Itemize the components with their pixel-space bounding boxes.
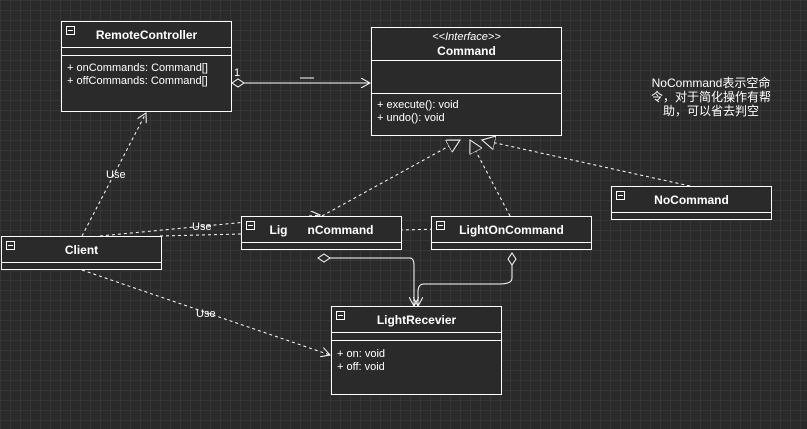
method-undo: + undo(): void [377, 112, 445, 124]
class-client[interactable]: Client [1, 236, 162, 270]
class-name: RemoteController [95, 28, 198, 42]
edge-lightoff-receiver [318, 258, 414, 306]
edge-lightoff-command [321, 140, 460, 217]
class-name: NoCommand [654, 193, 729, 207]
field-off-commands: + offCommands: Command[] [67, 75, 208, 87]
use-label-client-receiver: Use [196, 308, 216, 320]
multiplicity-remote: 1 [234, 67, 240, 79]
field-off: + off: void [337, 361, 385, 373]
edge-client-lightoff [99, 215, 320, 237]
field-on-commands: + onCommands: Command[] [67, 62, 208, 74]
class-no-command[interactable]: NoCommand [611, 186, 772, 220]
class-name: Client [64, 243, 99, 257]
note-nocommand: NoCommand表示空命令，对于简化操作有帮助，可以省去判空 [650, 76, 771, 118]
class-name: LightOnCommand [459, 223, 564, 237]
class-name: Lig nCommand [269, 223, 374, 237]
edge-client-remote [81, 113, 146, 237]
class-light-on-command[interactable]: LightOnCommand [431, 216, 592, 250]
collapse-toggle-icon[interactable] [436, 221, 445, 230]
class-light-receiver[interactable]: LightRecevier + on: void + off: void [331, 306, 502, 395]
class-light-off-command[interactable]: Lig nCommand [241, 216, 402, 250]
use-label-client-remote: Use [106, 169, 126, 181]
class-name: LightRecevier [376, 313, 457, 327]
class-stereotype: <<Interface>> [432, 31, 501, 43]
class-name: Command [437, 44, 496, 58]
edge-client-lighton [159, 228, 480, 237]
collapse-toggle-icon[interactable] [336, 311, 345, 320]
collapse-toggle-icon[interactable] [616, 191, 625, 200]
edge-client-receiver [81, 269, 330, 355]
edge-lighton-command [470, 140, 511, 217]
edge-lighton-receiver [418, 253, 512, 306]
class-command[interactable]: <<Interface>> Command + execute(): void … [371, 27, 562, 136]
field-on: + on: void [337, 348, 386, 360]
method-execute: + execute(): void [377, 99, 459, 111]
collapse-toggle-icon[interactable] [6, 241, 15, 250]
use-label-client-lightoff: Use [192, 221, 212, 233]
class-remote-controller[interactable]: RemoteController + onCommands: Command[]… [61, 21, 232, 112]
edge-nocommand-command [482, 140, 691, 187]
collapse-toggle-icon[interactable] [66, 26, 75, 35]
collapse-toggle-icon[interactable] [246, 221, 255, 230]
